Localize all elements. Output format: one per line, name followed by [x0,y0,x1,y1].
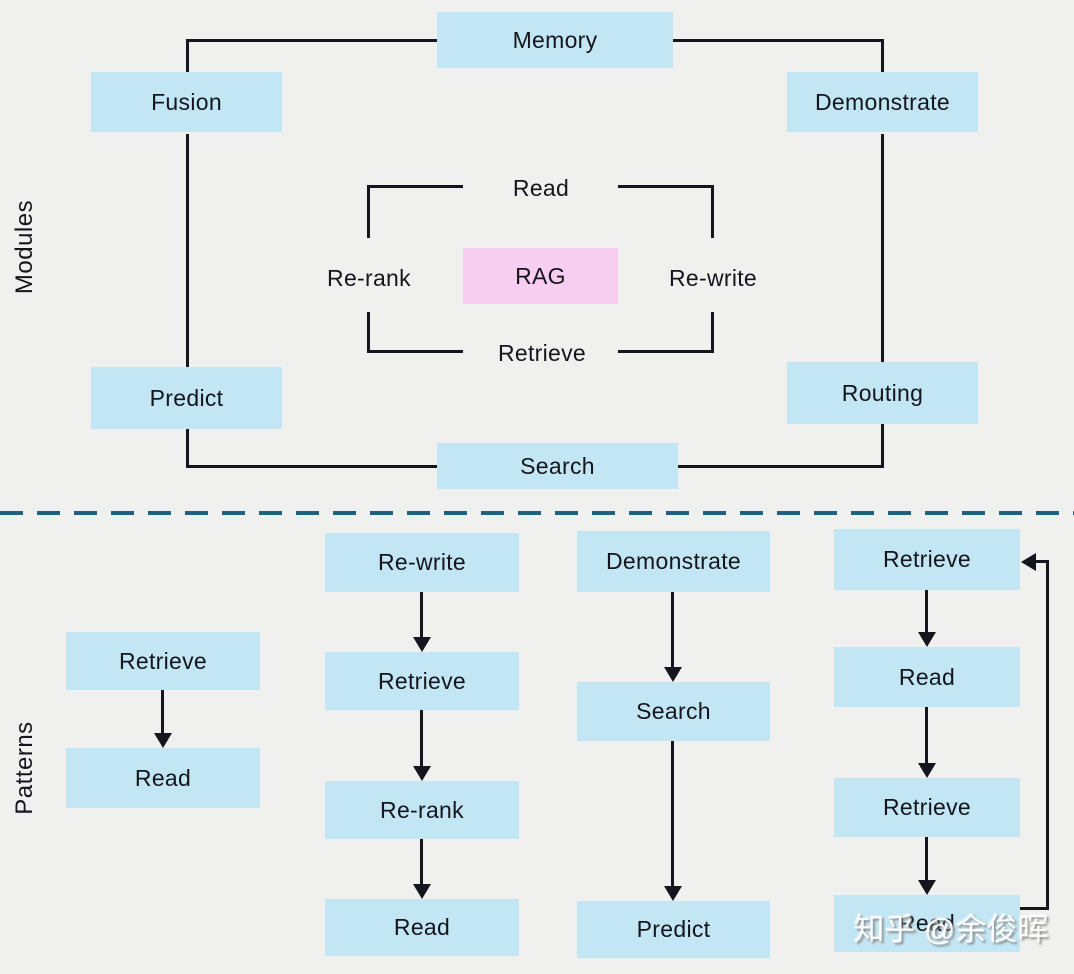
pattern-4-arrowhead-3 [918,880,936,895]
module-fusion: Fusion [91,72,282,132]
bracket-bottom-right-v [711,312,714,353]
pattern-3-arrowhead-1 [664,667,682,682]
pattern-4-arrowhead-2 [918,763,936,778]
pattern-2-step-retrieve: Retrieve [325,652,519,710]
module-predict: Predict [91,367,282,429]
connector-routing-search-v [881,424,884,468]
patterns-section-label: Patterns [11,721,38,815]
connector-memory-demonstrate-v [881,39,884,72]
connector-memory-fusion-h [186,39,437,42]
pattern-4-loop-top [1034,560,1049,563]
connector-fusion-predict [186,134,189,367]
bracket-bottom-left-v [367,312,370,353]
pattern-4-step-retrieve-1: Retrieve [834,529,1020,590]
connector-routing-search-h [678,465,884,468]
rag-left-label: Re-rank [327,265,411,291]
module-demonstrate: Demonstrate [787,72,978,132]
pattern-1-step-read: Read [66,748,260,808]
bracket-top-right-h [618,185,714,188]
zhihu-watermark: 知乎 @余俊晖 [853,912,1049,947]
pattern-4-arrow-2-shaft [925,707,928,764]
pattern-1-arrow-shaft [161,690,164,734]
pattern-4-loop-bottom [1020,907,1049,910]
connector-memory-fusion-v [186,39,189,72]
connector-demonstrate-routing [881,134,884,362]
rag-bottom-label: Retrieve [497,340,587,366]
bracket-top-right-v [711,185,714,238]
pattern-4-arrowhead-1 [918,632,936,647]
connector-predict-search-v [186,429,189,468]
module-routing: Routing [787,362,978,424]
module-memory: Memory [437,12,673,68]
pattern-3-arrow-1-shaft [671,592,674,668]
rag-right-label: Re-write [668,265,758,291]
modules-section-label: Modules [11,199,38,295]
pattern-4-step-retrieve-2: Retrieve [834,778,1020,837]
pattern-3-step-predict: Predict [577,901,770,958]
rag-top-label: Read [512,175,570,201]
connector-memory-demonstrate-h [673,39,884,42]
pattern-3-arrowhead-2 [664,886,682,901]
rag-center-node: RAG [463,248,618,304]
pattern-4-step-read-2: Read [834,895,1020,952]
pattern-4-arrow-1-shaft [925,590,928,633]
pattern-2-step-rewrite: Re-write [325,533,519,592]
pattern-2-arrow-1-shaft [420,592,423,638]
pattern-1-arrowhead [154,733,172,748]
bracket-bottom-right-h [618,350,714,353]
pattern-2-arrowhead-1 [413,637,431,652]
pattern-2-arrow-3-shaft [420,839,423,885]
pattern-3-step-demonstrate: Demonstrate [577,531,770,592]
pattern-4-loop-right [1046,560,1049,910]
module-search: Search [437,443,678,489]
bracket-bottom-left-h [367,350,463,353]
pattern-4-step-read-1: Read [834,647,1020,707]
pattern-1-step-retrieve: Retrieve [66,632,260,690]
section-divider-dashed [0,511,1074,515]
pattern-2-arrow-2-shaft [420,710,423,767]
pattern-2-arrowhead-2 [413,766,431,781]
bracket-top-left-h [367,185,463,188]
pattern-4-arrow-3-shaft [925,837,928,881]
pattern-2-arrowhead-3 [413,884,431,899]
pattern-4-loop-arrowhead [1021,553,1036,571]
pattern-3-step-search: Search [577,682,770,741]
pattern-3-arrow-2-shaft [671,741,674,887]
pattern-2-step-rerank: Re-rank [325,781,519,839]
pattern-2-step-read: Read [325,899,519,956]
bracket-top-left-v [367,185,370,238]
connector-predict-search-h [186,465,437,468]
